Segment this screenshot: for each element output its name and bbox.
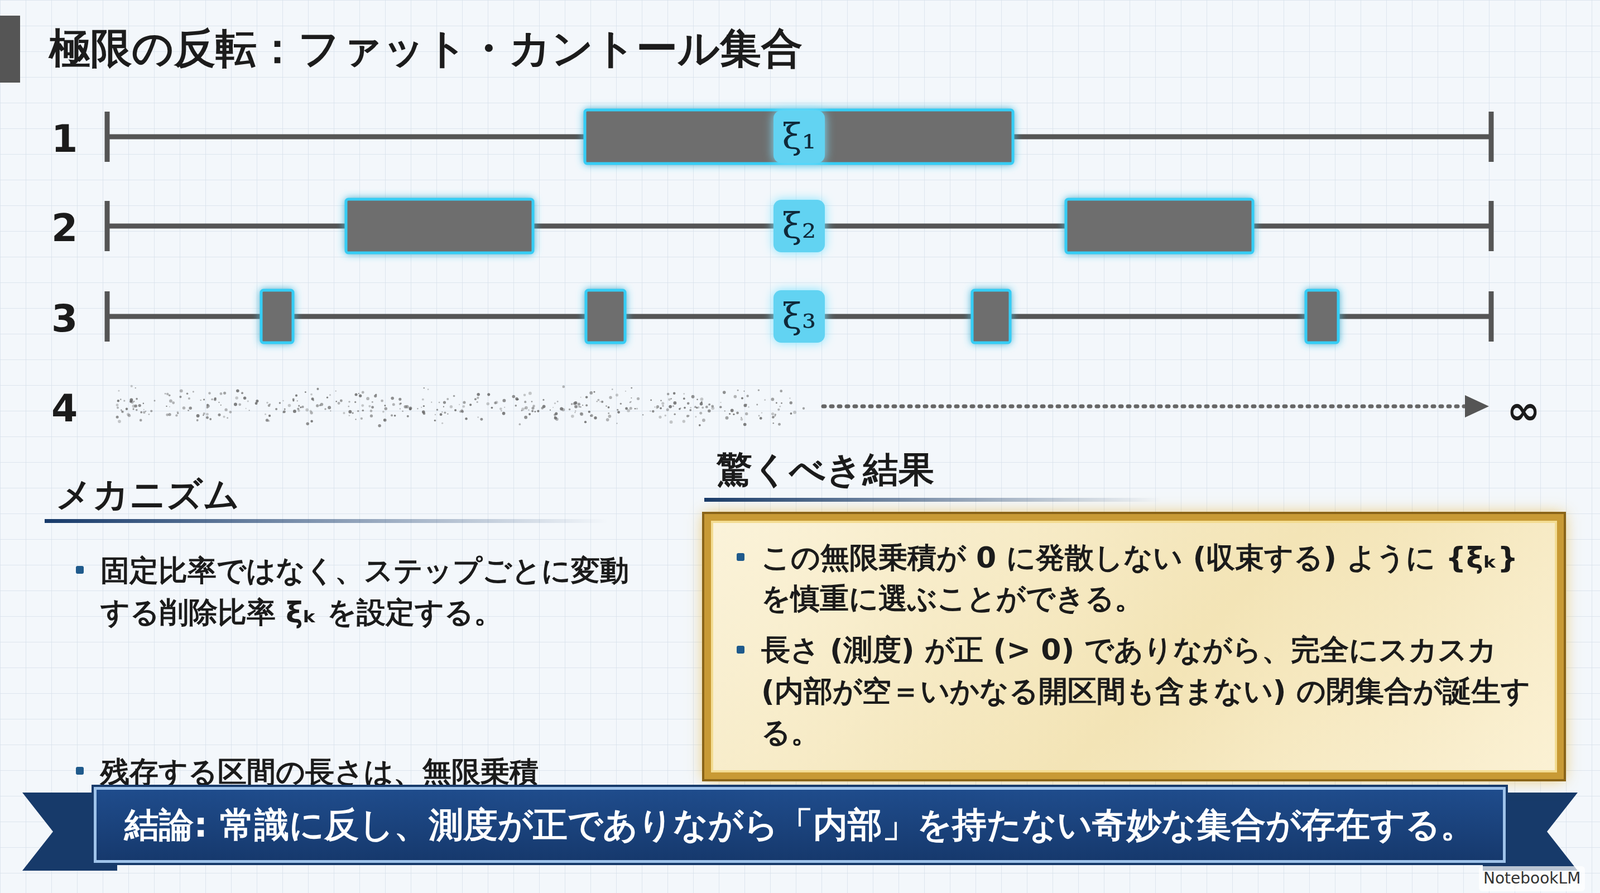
section-heading: メカニズム <box>55 468 240 521</box>
dotted-arrow <box>823 404 1468 409</box>
result-panel: 驚くべき結果この無限乗積が 0 に発散しない (収束する) ように {ξₖ} を… <box>704 446 1564 779</box>
bullet-text: 固定比率ではなく、ステップごとに変動する削除比率 ξₖ を設定する。 <box>100 553 629 629</box>
bullet-text: 固定比率ではなく、ステップごとに変動する削除比率 ξₖ を設定する。 <box>72 549 637 634</box>
ratio-label: ξ₁ <box>773 110 826 163</box>
watermark: NotebookLM <box>1483 868 1581 888</box>
infinity-mark: ∞ <box>1506 381 1541 440</box>
interval-lines <box>107 111 1492 342</box>
dust-points <box>116 385 806 428</box>
ratio-symbol: ξ₃ <box>782 295 817 337</box>
ratio-symbol: ξ₂ <box>782 204 817 247</box>
ratio-label: ξ₃ <box>773 290 826 343</box>
conclusion-banner: 結論: 常識に反し、測度が正でありながら「内部」を持たない奇妙な集合が存在する。 <box>93 786 1506 863</box>
heading-underline <box>704 497 1162 502</box>
watermark: NotebookLM <box>1478 866 1585 892</box>
section-heading: 驚くべき結果 <box>704 446 1564 493</box>
slide-title: 極限の反転：ファット・カントール集合 <box>49 21 803 78</box>
bullet-mark <box>75 565 84 574</box>
bullet-mark <box>736 553 745 561</box>
infinity-mark: ∞ <box>1506 386 1541 434</box>
result-text: この無限乗積が 0 に発散しない (収束する) ように {ξₖ} を慎重に選ぶこ… <box>761 540 1518 616</box>
heading-underline <box>44 519 609 523</box>
conclusion-text: 結論: 常識に反し、測度が正でありながら「内部」を持たない奇妙な集合が存在する。 <box>124 804 1475 845</box>
row-number: 1 <box>51 116 78 161</box>
row-number: 4 <box>51 386 78 431</box>
gold-frame: この無限乗積が 0 に発散しない (収束する) ように {ξₖ} を慎重に選ぶこ… <box>704 513 1564 780</box>
row-number: 4 <box>51 381 78 437</box>
row-number: 3 <box>51 296 78 341</box>
removed-intervals <box>261 109 1339 343</box>
ratio-label: ξ₂ <box>773 199 826 253</box>
bullet-mark <box>75 766 84 775</box>
row-number: 2 <box>51 200 78 257</box>
row-number: 1 <box>51 111 78 167</box>
row-number: 3 <box>51 291 78 347</box>
result-text: 長さ (測度) が正 (> 0) でありながら、完全にスカスカ (内部が空＝いか… <box>761 632 1531 749</box>
row-number: 2 <box>51 205 78 251</box>
ratio-symbol: ξ₁ <box>782 115 817 157</box>
arrow-head <box>1464 395 1489 418</box>
bullet-mark <box>736 645 745 654</box>
title-bar <box>0 15 21 83</box>
section-heading: メカニズム <box>55 473 240 516</box>
